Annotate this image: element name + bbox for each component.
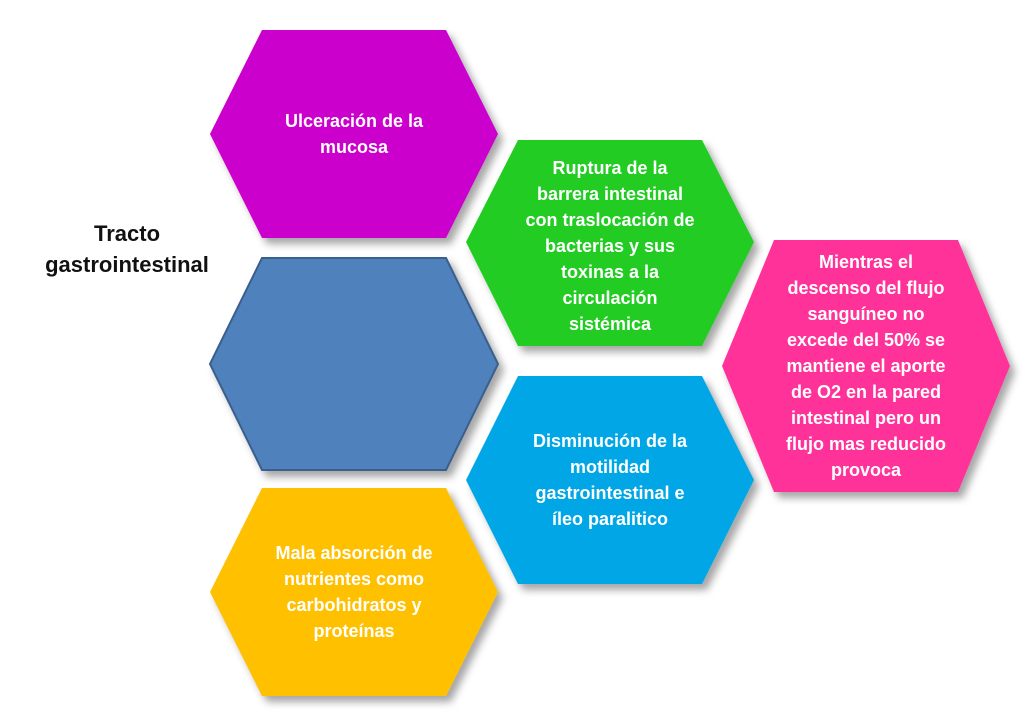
hex-ruptura [466, 140, 754, 346]
hex-ruptura-label: Ruptura de la barrera intestinal con tra… [525, 158, 695, 334]
hex-ulceracion-label: Ulceración de la mucosa [284, 111, 424, 157]
hex-absorcion-label: Mala absorción de nutrientes como carboh… [275, 543, 433, 641]
hex-flujo-label: Mientras el descenso del flujo sanguíneo… [785, 252, 947, 480]
hex-motilidad [466, 376, 754, 584]
diagram-title: Tracto gastrointestinal [45, 221, 209, 277]
hex-ulceracion [210, 30, 498, 238]
hex-center [208, 257, 500, 471]
hex-motilidad-label: Disminución de la motilidad gastrointest… [532, 431, 688, 529]
hex-flujo [722, 240, 1010, 492]
hex-absorcion [210, 488, 498, 696]
